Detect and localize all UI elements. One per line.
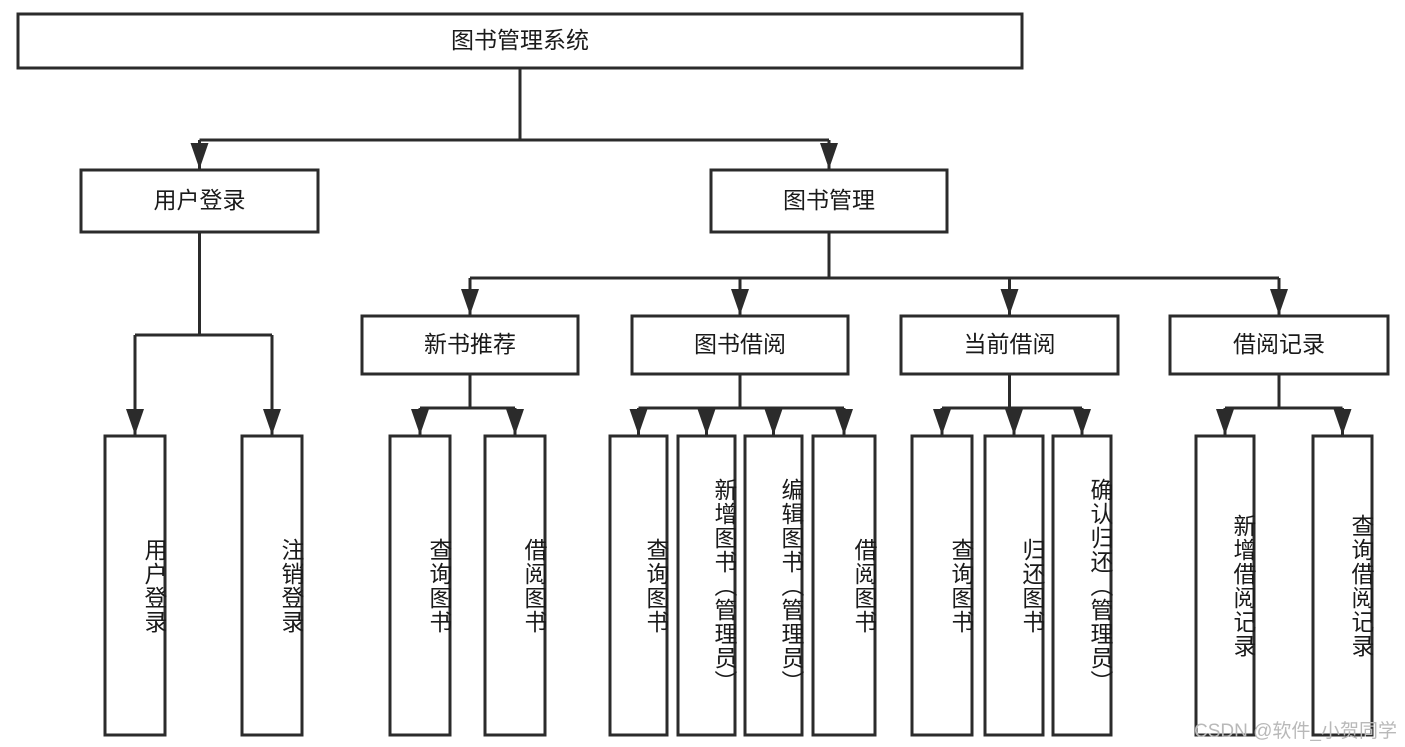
level3-node-box-3[interactable] [1168, 314, 1390, 376]
arrow-head-icon [1073, 409, 1091, 435]
arrow-head-icon [190, 143, 209, 169]
leaf-node-box-7[interactable] [811, 434, 877, 737]
leaf-node-box-3[interactable] [483, 434, 547, 737]
arrow-head-icon [411, 409, 429, 435]
level3-node-label-3: 借阅记录 [1233, 331, 1325, 357]
level3-node-box-1[interactable] [630, 314, 850, 376]
arrow-head-icon [764, 409, 783, 435]
leaf-node-box-9[interactable] [983, 434, 1045, 737]
arrow-head-icon [506, 409, 524, 435]
leaf-node-box-4[interactable] [608, 434, 669, 737]
leaf-node-box-2[interactable] [388, 434, 452, 737]
leaf-node-box-5[interactable] [676, 434, 737, 737]
connectors-layer [126, 68, 1352, 435]
arrow-head-icon [126, 409, 144, 435]
level3-node-box-0[interactable] [360, 314, 580, 376]
leaf-node-box-11[interactable] [1194, 434, 1256, 737]
arrow-head-icon [697, 409, 716, 435]
level3-node-box-2[interactable] [899, 314, 1120, 376]
level2-node-label-0: 用户登录 [154, 187, 246, 213]
arrow-head-icon [461, 289, 479, 315]
leaf-node-box-12[interactable] [1311, 434, 1374, 737]
level3-node-label-0: 新书推荐 [424, 331, 516, 357]
arrow-head-icon [1000, 289, 1019, 315]
level3-node-label-1: 图书借阅 [694, 331, 786, 357]
arrow-head-icon [933, 409, 951, 435]
leaf-node-box-6[interactable] [743, 434, 804, 737]
leaf-node-box-10[interactable] [1051, 434, 1113, 737]
arrow-head-icon [1270, 289, 1288, 315]
level2-node-box-1[interactable] [709, 168, 949, 234]
root-node-label: 图书管理系统 [451, 27, 589, 53]
boxes-layer [16, 12, 1390, 737]
leaf-node-box-1[interactable] [240, 434, 304, 737]
arrow-head-icon [1333, 409, 1352, 435]
arrow-head-icon [835, 409, 853, 435]
leaf-node-box-0[interactable] [103, 434, 167, 737]
arrow-head-icon [820, 143, 838, 169]
leaf-node-box-8[interactable] [910, 434, 974, 737]
level2-node-label-1: 图书管理 [783, 187, 875, 213]
level2-node-box-0[interactable] [79, 168, 320, 234]
arrow-head-icon [1216, 409, 1234, 435]
arrow-head-icon [731, 289, 749, 315]
arrow-head-icon [263, 409, 281, 435]
root-node-box[interactable] [16, 12, 1024, 70]
arrow-head-icon [629, 409, 648, 435]
arrow-head-icon [1005, 409, 1023, 435]
level3-node-label-2: 当前借阅 [964, 331, 1056, 357]
